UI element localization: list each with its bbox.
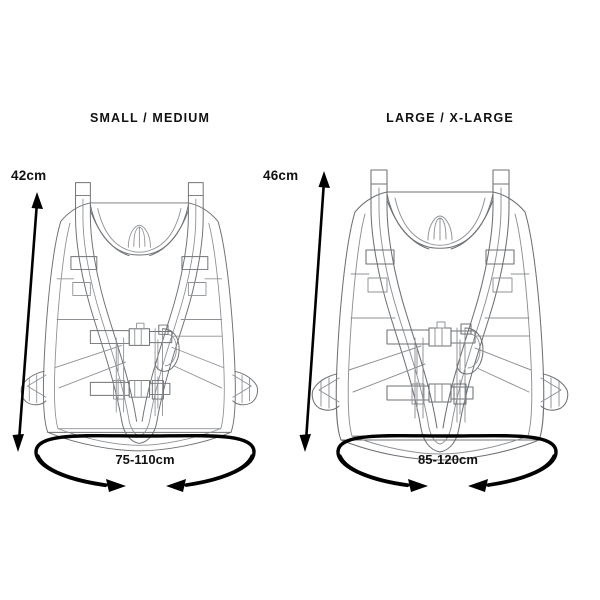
girth-label-small-medium: 75-110cm <box>115 452 175 467</box>
vest-illustration-small-medium <box>20 182 259 452</box>
size-panel-large-xlarge: LARGE / X-LARGE <box>300 0 600 600</box>
vest-illustration-large-xlarge <box>311 169 569 461</box>
size-panel-small-medium: SMALL / MEDIUM <box>89 111 211 125</box>
height-label-small-medium: 42cm <box>11 168 47 183</box>
girth-dimension-ellipse-large-xlarge <box>336 433 558 498</box>
girth-dimension-ellipse-small-medium <box>34 433 256 498</box>
height-dimension-arrow-large-xlarge <box>299 171 330 452</box>
girth-label-large-xlarge: 85-120cm <box>417 452 479 467</box>
panel-title-large-xlarge: LARGE / X-LARGE <box>386 111 514 125</box>
height-dimension-arrow-small-medium <box>12 192 43 452</box>
height-label-large-xlarge: 46cm <box>263 168 299 183</box>
panel-title-small-medium: SMALL / MEDIUM <box>89 111 211 125</box>
